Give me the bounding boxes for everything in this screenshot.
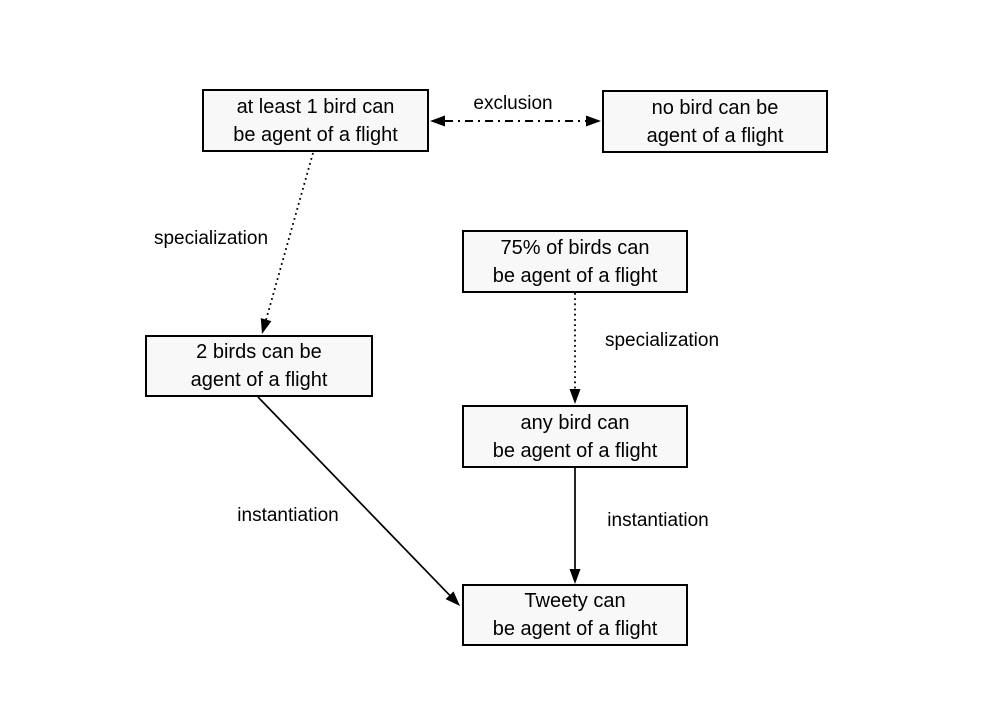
node-75-percent-birds: 75% of birds can be agent of a flight <box>462 230 688 293</box>
node-text-line: at least 1 bird can <box>236 95 395 118</box>
node-text-line: 75% of birds can <box>500 236 650 259</box>
edge-specialization-left-arrowhead <box>260 318 272 334</box>
edge-label-specialization-right: specialization <box>604 330 720 351</box>
edge-instantiation-left-arrowhead <box>445 591 460 606</box>
edge-instantiation-left-line <box>257 396 451 596</box>
node-text-line: agent of a flight <box>190 369 328 391</box>
node-text-line: agent of a flight <box>646 124 784 147</box>
edge-label-exclusion: exclusion <box>473 93 553 114</box>
edge-exclusion-arrowhead-right <box>586 115 601 127</box>
node-text-line: Tweety can <box>524 590 626 612</box>
edge-specialization-left-line <box>265 152 314 321</box>
edge-label-specialization-left: specialization <box>153 228 269 249</box>
node-at-least-1-bird: at least 1 bird can be agent of a flight <box>202 89 429 152</box>
edge-instantiation-right-arrowhead <box>569 569 581 584</box>
node-text-line: no bird can be <box>651 96 779 119</box>
edge-specialization-right-arrowhead <box>569 389 581 404</box>
node-text-line: be agent of a flight <box>492 264 658 287</box>
node-text-line: be agent of a flight <box>492 439 658 462</box>
node-no-bird: no bird can be agent of a flight <box>602 90 828 153</box>
node-text-line: be agent of a flight <box>233 123 398 146</box>
node-text-line: any bird can <box>520 411 630 434</box>
edge-label-instantiation-right: instantiation <box>607 510 709 531</box>
node-any-bird: any bird can be agent of a flight <box>462 405 688 468</box>
edge-label-instantiation-left: instantiation <box>237 505 339 526</box>
node-text-line: be agent of a flight <box>492 618 658 640</box>
node-tweety: Tweety can be agent of a flight <box>462 584 688 646</box>
edge-exclusion-arrowhead-left <box>430 115 445 127</box>
node-2-birds: 2 birds can be agent of a flight <box>145 335 373 397</box>
node-text-line: 2 birds can be <box>196 341 322 363</box>
